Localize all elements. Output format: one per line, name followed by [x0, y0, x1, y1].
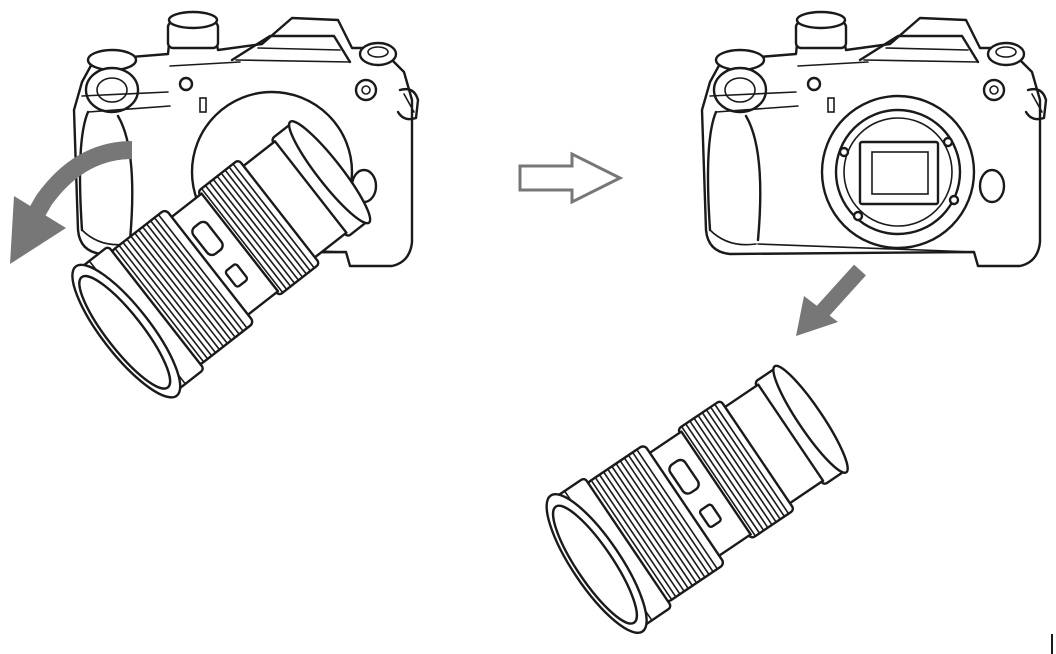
- camera-with-lens-attached: [55, 10, 420, 412]
- exposed-lens-mount: [820, 94, 976, 250]
- diagonal-remove-arrow-icon: [796, 264, 866, 336]
- curved-rotate-arrow-icon: [10, 141, 133, 264]
- hollow-right-arrow-icon: [518, 151, 624, 205]
- detached-lens: [529, 343, 868, 647]
- camera-body-lens-removed: [700, 10, 1048, 268]
